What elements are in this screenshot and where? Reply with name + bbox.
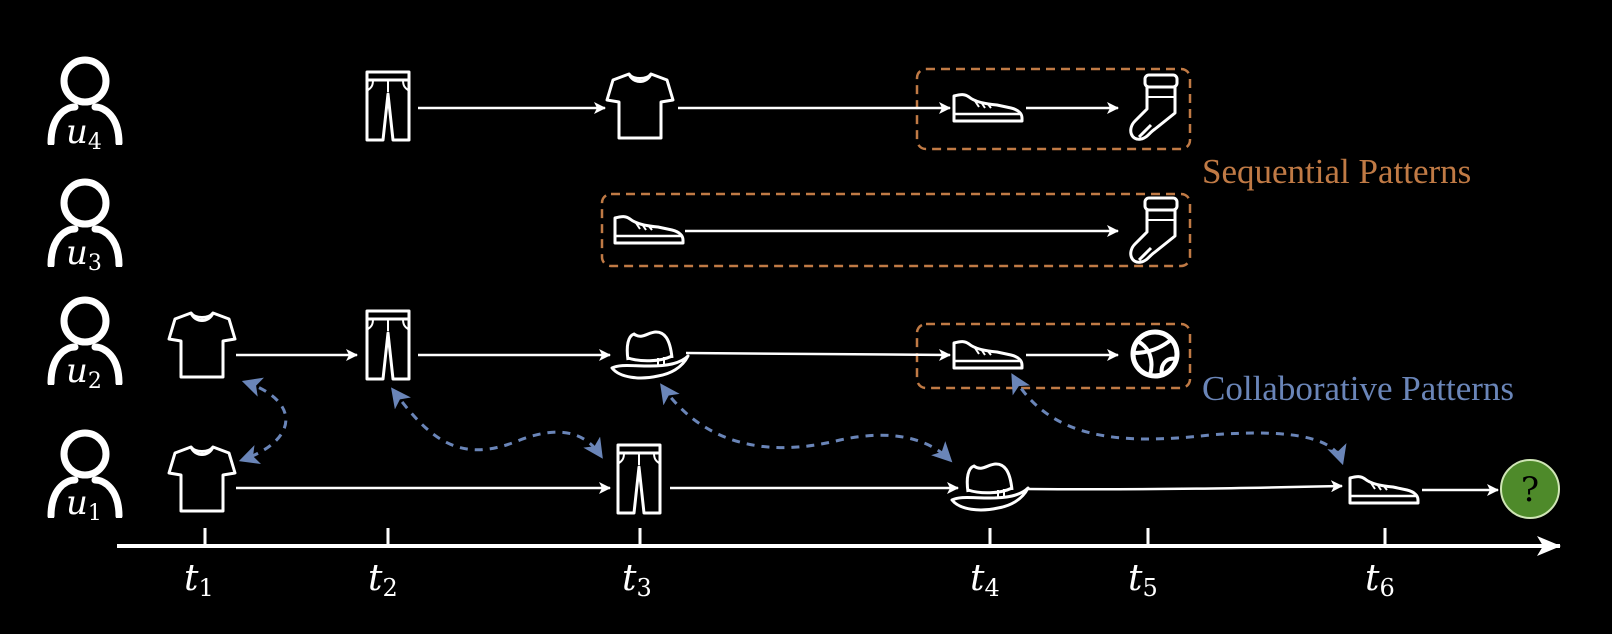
arrow-u1-3: [1025, 480, 1343, 493]
hat-icon: [610, 330, 690, 380]
hat-icon: [950, 462, 1030, 512]
tshirt-icon: [605, 72, 675, 140]
sequential-pattern-boxes: [600, 67, 1192, 390]
sneaker-icon: [952, 93, 1024, 123]
time-axis: t1 t2 t3 t4 t5 t6: [117, 528, 1561, 602]
question-circle: [1500, 459, 1560, 519]
user-u1: u1: [51, 433, 119, 526]
tick-label-t5: t5: [1128, 558, 1158, 602]
collaborative-arrows: [238, 373, 1347, 466]
user-u4: u4: [51, 60, 119, 155]
user-u2: u2: [51, 300, 119, 394]
basketball-icon: [1133, 332, 1177, 376]
tick-label-t4: t4: [970, 558, 1000, 602]
pants-icon: [365, 70, 411, 142]
arrow-u2-3: [685, 348, 951, 361]
tshirt-icon: [167, 311, 237, 379]
sneaker-icon: [1348, 475, 1420, 505]
collab-arrow-2: [391, 387, 603, 459]
pants-icon: [365, 309, 411, 381]
sequential-box-u3: [600, 192, 1192, 268]
user-label-u4: u4: [66, 112, 102, 155]
items-u1: ?: [167, 443, 1560, 519]
tick-label-t2: t2: [368, 558, 398, 602]
user-label-u2: u2: [66, 351, 102, 394]
items-u4: [365, 70, 1179, 142]
items-u2: [167, 309, 1177, 381]
sock-icon: [1129, 73, 1179, 141]
question-mark: ?: [1521, 470, 1539, 510]
user-label-u3: u3: [66, 233, 102, 276]
sock-icon: [1129, 196, 1179, 264]
user-u3: u3: [51, 182, 119, 276]
tshirt-icon: [167, 445, 237, 513]
sequence-arrows: [236, 102, 1499, 496]
tick-label-t1: t1: [184, 558, 214, 602]
collab-arrow-1: [238, 377, 288, 465]
sneaker-icon: [613, 215, 685, 245]
pants-icon: [616, 443, 662, 515]
collab-arrow-4: [1011, 373, 1347, 466]
sneaker-icon: [952, 340, 1024, 370]
sequential-patterns-label: Sequential Patterns: [1202, 152, 1471, 191]
collab-arrow-3: [660, 383, 953, 463]
unknown-item: ?: [1500, 459, 1560, 519]
tick-label-t3: t3: [622, 558, 652, 602]
tick-label-t6: t6: [1365, 558, 1395, 602]
user-label-u1: u1: [66, 483, 102, 526]
collaborative-patterns-label: Collaborative Patterns: [1202, 369, 1514, 408]
